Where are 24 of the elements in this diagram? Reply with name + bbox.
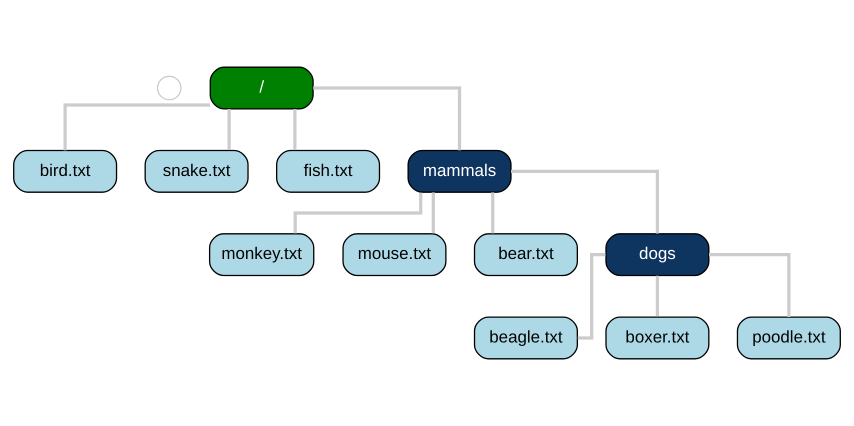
- node-box: beagle.txt: [474, 316, 578, 360]
- node-box: mouse.txt: [342, 233, 447, 276]
- connector: [294, 192, 422, 234]
- node-box: mammals: [407, 150, 512, 193]
- connector: [511, 170, 660, 234]
- connector: [64, 103, 210, 150]
- node-box: snake.txt: [144, 150, 249, 193]
- connector: [656, 276, 660, 317]
- connector: [709, 253, 790, 317]
- node-box: bird.txt: [13, 150, 118, 193]
- connector: [491, 192, 494, 234]
- node-box: fish.txt: [276, 150, 380, 193]
- node-box: /: [210, 66, 314, 110]
- node-circle: [156, 76, 182, 100]
- node-box: boxer.txt: [605, 316, 710, 360]
- connector: [578, 253, 606, 340]
- node-box: dogs: [605, 233, 710, 276]
- connector: [432, 192, 435, 234]
- node-box: bear.txt: [474, 233, 578, 276]
- connector: [228, 109, 231, 150]
- connector: [313, 86, 462, 150]
- connector: [293, 109, 296, 150]
- node-box: monkey.txt: [208, 233, 314, 276]
- node-box: poodle.txt: [736, 316, 841, 360]
